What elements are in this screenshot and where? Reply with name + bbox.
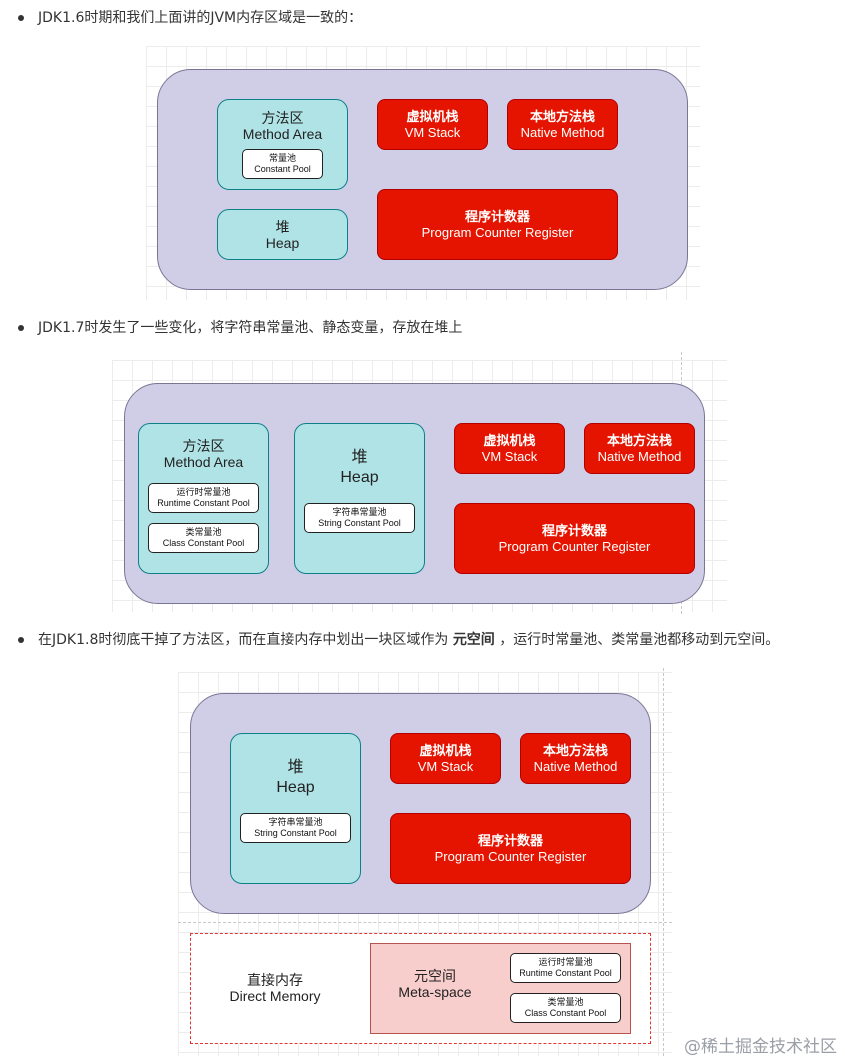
vm-stack-en: VM Stack [404, 124, 461, 140]
bullet-jdk18-text-end: ，运行时常量池、类常量池都移动到元空间。 [494, 632, 780, 648]
program-counter-box: 程序计数器 Program Counter Register [377, 189, 618, 260]
native-method-cn: 本地方法栈 [529, 108, 595, 124]
native-method-cn: 本地方法栈 [606, 432, 672, 448]
program-counter-box: 程序计数器 Program Counter Register [454, 503, 695, 574]
guide-line [178, 922, 672, 923]
class-constant-pool-box: 类常量池 Class Constant Pool [148, 523, 259, 553]
heap-en: Heap [340, 469, 379, 486]
constant-pool-en: Constant Pool [254, 164, 311, 174]
native-method-en: Native Method [533, 758, 618, 774]
vm-stack-cn: 虚拟机栈 [406, 108, 459, 124]
constant-pool-box: 常量池 Constant Pool [242, 149, 323, 179]
vm-stack-cn: 虚拟机栈 [483, 432, 536, 448]
meta-space-cn: 元空间 [414, 968, 456, 984]
class-constant-pool-en: Class Constant Pool [162, 538, 245, 548]
pc-register-en: Program Counter Register [498, 538, 651, 554]
class-constant-pool-box: 类常量池 Class Constant Pool [510, 993, 621, 1023]
method-area-en: Method Area [242, 126, 323, 142]
vm-stack-box: 虚拟机栈 VM Stack [377, 99, 488, 150]
watermark: @稀土掘金技术社区 [684, 1037, 837, 1057]
vm-stack-box: 虚拟机栈 VM Stack [454, 423, 565, 474]
meta-space-label: 元空间 Meta-space [380, 964, 490, 1004]
string-constant-pool-cn: 字符串常量池 [268, 817, 323, 827]
bullet-jdk16: JDK1.6时期和我们上面讲的JVM内存区域是一致的： [17, 10, 363, 26]
vm-stack-box: 虚拟机栈 VM Stack [390, 733, 501, 784]
class-constant-pool-cn: 类常量池 [547, 997, 584, 1007]
runtime-constant-pool-cn: 运行时常量池 [176, 487, 231, 497]
heap-cn: 堆 [275, 218, 290, 235]
native-method-stack-box: 本地方法栈 Native Method [584, 423, 695, 474]
pc-register-en: Program Counter Register [421, 224, 574, 240]
runtime-constant-pool-en: Runtime Constant Pool [519, 968, 612, 978]
method-area-cn: 方法区 [261, 110, 304, 126]
program-counter-box: 程序计数器 Program Counter Register [390, 813, 631, 884]
meta-space-en: Meta-space [398, 984, 472, 1000]
string-constant-pool-en: String Constant Pool [254, 828, 337, 838]
bullet-jdk17: JDK1.7时发生了一些变化，将字符串常量池、静态变量，存放在堆上 [17, 320, 463, 336]
vm-stack-cn: 虚拟机栈 [419, 742, 472, 758]
pc-register-cn: 程序计数器 [477, 832, 543, 848]
heap-cn: 堆 [351, 449, 368, 466]
heap-box: 堆 Heap [230, 733, 361, 884]
string-constant-pool-en: String Constant Pool [318, 518, 401, 528]
runtime-constant-pool-box: 运行时常量池 Runtime Constant Pool [148, 483, 259, 513]
heap-en: Heap [265, 234, 300, 251]
native-method-en: Native Method [597, 448, 682, 464]
native-method-cn: 本地方法栈 [542, 742, 608, 758]
pc-register-cn: 程序计数器 [464, 208, 530, 224]
string-constant-pool-box: 字符串常量池 String Constant Pool [304, 503, 415, 533]
heap-box: 堆 Heap [294, 423, 425, 574]
runtime-constant-pool-box: 运行时常量池 Runtime Constant Pool [510, 953, 621, 983]
method-area-cn: 方法区 [182, 438, 225, 454]
pc-register-en: Program Counter Register [434, 848, 587, 864]
string-constant-pool-box: 字符串常量池 String Constant Pool [240, 813, 351, 843]
native-method-stack-box: 本地方法栈 Native Method [520, 733, 631, 784]
bullet-jdk18-text: 在JDK1.8时彻底干掉了方法区，而在直接内存中划出一块区域作为 [38, 632, 453, 648]
vm-stack-en: VM Stack [417, 758, 474, 774]
heap-cn: 堆 [287, 759, 304, 776]
pc-register-cn: 程序计数器 [541, 522, 607, 538]
bullet-jdk18: 在JDK1.8时彻底干掉了方法区，而在直接内存中划出一块区域作为 元空间 ，运行… [17, 630, 780, 650]
method-area-en: Method Area [163, 454, 244, 470]
runtime-constant-pool-en: Runtime Constant Pool [157, 498, 250, 508]
class-constant-pool-en: Class Constant Pool [524, 1008, 607, 1018]
method-area-box: 方法区 Method Area [217, 99, 348, 190]
string-constant-pool-cn: 字符串常量池 [332, 507, 387, 517]
direct-memory-en: Direct Memory [229, 988, 321, 1004]
class-constant-pool-cn: 类常量池 [185, 527, 222, 537]
heap-box: 堆 Heap [217, 209, 348, 260]
guide-line [663, 668, 664, 1056]
constant-pool-cn: 常量池 [268, 153, 296, 163]
runtime-constant-pool-cn: 运行时常量池 [538, 957, 593, 967]
heap-en: Heap [276, 779, 315, 796]
direct-memory-cn: 直接内存 [247, 972, 303, 988]
native-method-en: Native Method [520, 124, 605, 140]
direct-memory-label: 直接内存 Direct Memory [210, 968, 340, 1008]
native-method-stack-box: 本地方法栈 Native Method [507, 99, 618, 150]
vm-stack-en: VM Stack [481, 448, 538, 464]
bullet-jdk18-bold: 元空间 [452, 632, 495, 648]
